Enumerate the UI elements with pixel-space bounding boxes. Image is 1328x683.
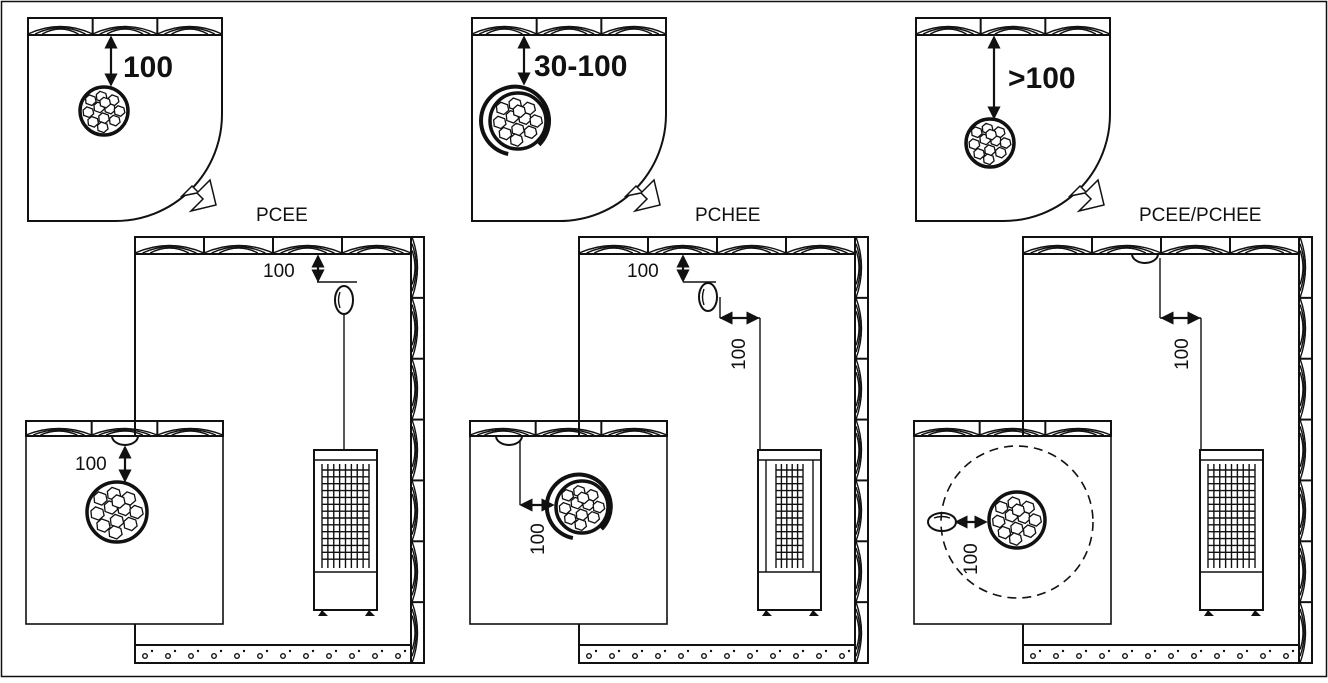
detail-dimension: 100 — [961, 543, 982, 575]
gravel-floor-icon — [134, 644, 412, 664]
wood-ceiling-icon — [915, 17, 1111, 36]
heater-stones-icon — [964, 117, 1016, 169]
detail-dimension: 100 — [75, 454, 107, 475]
wood-ceiling-icon — [25, 420, 224, 437]
wood-ceiling-icon — [578, 236, 856, 255]
sauna-heater-icon — [1199, 449, 1264, 616]
heater-stones-icon — [544, 472, 613, 540]
sensor-wall-dimension: 100 — [729, 338, 750, 370]
gravel-floor-icon — [578, 644, 856, 664]
wood-wall-icon — [1298, 236, 1313, 664]
temperature-sensor-icon — [334, 285, 354, 315]
room-outline — [471, 35, 667, 222]
gravel-floor-icon — [1022, 644, 1300, 664]
sauna-heater-icon — [313, 449, 378, 616]
wood-wall-icon — [854, 236, 869, 664]
wood-ceiling-icon — [27, 17, 223, 36]
room-outline — [27, 35, 223, 222]
top-dimension-label: 30-100 — [534, 50, 627, 83]
temperature-sensor-icon — [1130, 253, 1160, 264]
top-dimension-label: >100 — [1008, 62, 1076, 95]
sensor-wall-dimension: 100 — [1172, 338, 1193, 370]
sensor-ceiling-dimension: 100 — [627, 261, 659, 282]
heater-stones-icon — [78, 85, 130, 137]
model-label: PCHEE — [695, 205, 760, 226]
heater-stones-icon — [987, 490, 1047, 550]
heater-stones-icon — [479, 84, 551, 156]
wood-ceiling-icon — [1022, 236, 1300, 255]
sauna-heater-icon — [757, 449, 822, 616]
heater-stones-icon — [85, 480, 149, 544]
wood-ceiling-icon — [913, 420, 1112, 437]
model-label: PCEE/PCHEE — [1139, 205, 1261, 226]
top-dimension-label: 100 — [123, 51, 173, 84]
safety-zone-circle — [940, 445, 1094, 599]
wood-ceiling-icon — [134, 236, 412, 255]
temperature-sensor-icon — [110, 435, 140, 446]
wood-wall-icon — [410, 236, 425, 664]
wood-ceiling-icon — [469, 420, 668, 437]
room-outline — [915, 35, 1111, 222]
temperature-sensor-icon — [698, 282, 718, 312]
detail-dimension: 100 — [528, 523, 549, 555]
temperature-sensor-icon — [494, 435, 524, 446]
model-label: PCEE — [256, 205, 308, 226]
wood-ceiling-icon — [471, 17, 667, 36]
sensor-ceiling-dimension: 100 — [263, 261, 295, 282]
